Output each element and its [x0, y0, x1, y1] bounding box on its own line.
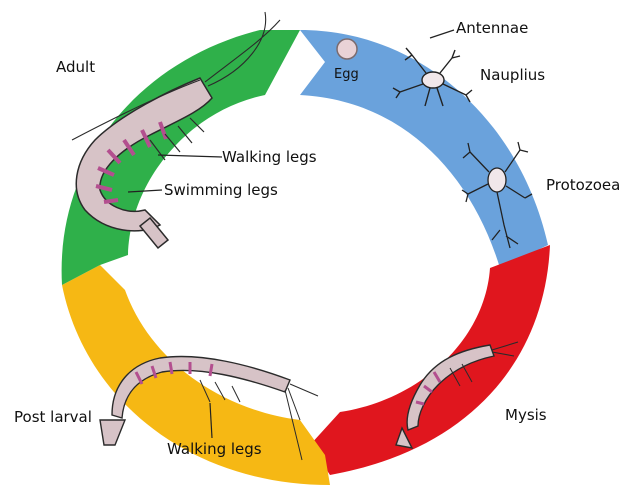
label-egg: Egg — [334, 68, 359, 81]
label-adult: Adult — [56, 60, 95, 75]
label-post-larval: Post larval — [14, 410, 92, 425]
antennae-pointer — [430, 30, 454, 38]
label-protozoea: Protozoea — [546, 178, 620, 193]
egg-icon — [337, 39, 357, 59]
label-swimming-legs: Swimming legs — [164, 183, 278, 198]
walking-legs-adult-pointer — [158, 155, 222, 157]
label-nauplius: Nauplius — [480, 68, 545, 83]
label-walking-legs-adult: Walking legs — [222, 150, 317, 165]
label-mysis: Mysis — [505, 408, 547, 423]
label-antennae: Antennae — [456, 21, 528, 36]
label-walking-legs-post: Walking legs — [167, 442, 262, 457]
red-segment — [310, 245, 550, 475]
